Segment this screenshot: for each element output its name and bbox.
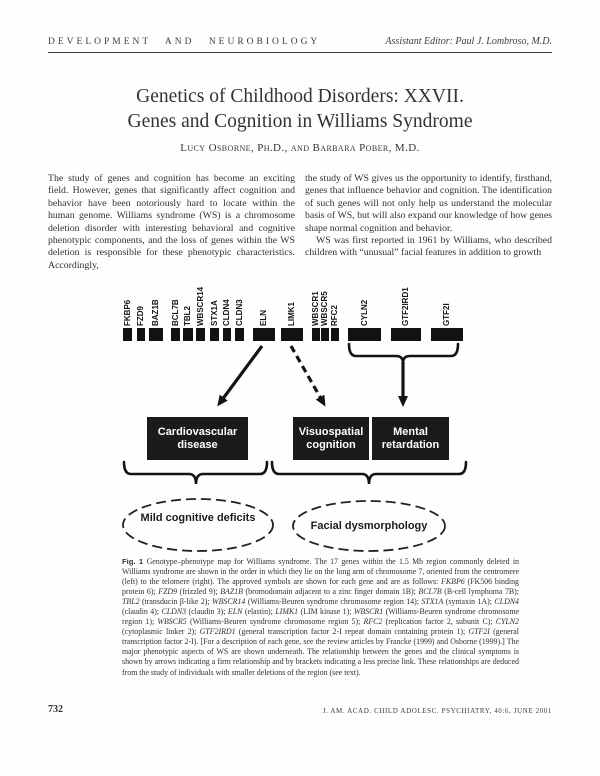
caption-segment: GTF2IRD1 <box>199 627 236 637</box>
caption-segment: (frizzled 9); <box>177 587 221 597</box>
phenotype-box-visuospatial-cognition: Visuospatial cognition <box>293 417 369 460</box>
caption-segment: RFC2 <box>363 617 383 627</box>
caption-segment: (Williams-Beuren syndrome chromosome reg… <box>122 607 519 627</box>
caption-segment: BCL7B <box>418 587 442 597</box>
page-number: 732 <box>48 704 63 715</box>
authors: Lucy Osborne, Ph.D., and Barbara Pober, … <box>180 142 420 154</box>
article-title: Genetics of Childhood Disorders: XXVII. … <box>0 84 600 134</box>
figure-caption: Fig. 1 Genotype–phenotype map for Willia… <box>122 557 519 678</box>
limk1-dashed-arrow <box>289 345 326 407</box>
caption-segment: (general transcription factor 2-I). [For… <box>122 627 520 677</box>
caption-segment: WBSCR5 <box>157 617 187 627</box>
journal-reference: J. AM. ACAD. CHILD ADOLESC. PSYCHIATRY, … <box>322 707 552 715</box>
caption-segment: (transducin β-like 2); <box>139 597 213 607</box>
caption-segment: (elastin); <box>242 607 276 617</box>
caption-segment: FKBP6 <box>441 577 465 587</box>
page-header: DEVELOPMENT AND NEUROBIOLOGY Assistant E… <box>48 36 552 53</box>
caption-segment: (bromodomain adjacent to a zinc finger d… <box>243 587 419 597</box>
caption-segment: Fig. 1 <box>122 557 147 566</box>
mild-cognitive-deficits-ellipse <box>122 498 274 552</box>
caption-segment: ELN <box>227 607 243 617</box>
left-phenotype-brace <box>122 460 269 485</box>
phenotype-box-cardiovascular-disease: Cardiovascular disease <box>147 417 248 460</box>
phenotype-box-label: Cardiovascular disease <box>157 426 238 451</box>
caption-segment: (FK506 binding protein 6); <box>122 577 519 597</box>
facial-dysmorphology-ellipse <box>292 500 446 552</box>
body-column-left: The study of genes and cognition has bec… <box>48 173 295 272</box>
caption-segment: (replication factor 2, subunit C); <box>382 617 496 627</box>
caption-segment: GTF2I <box>468 627 490 637</box>
eln-solid-arrow <box>217 345 264 407</box>
caption-segment: (claudin 4); <box>122 607 162 617</box>
assistant-editor: Assistant Editor: Paul J. Lombroso, M.D. <box>385 36 552 47</box>
caption-segment: (claudin 3); <box>186 607 228 617</box>
caption-segment: TBL2 <box>122 597 140 607</box>
telomeric-gene-cluster-brace <box>347 342 460 364</box>
body-columns: The study of genes and cognition has bec… <box>48 173 552 272</box>
caption-segment: Genotype–phenotype map for Williams synd… <box>122 557 519 587</box>
caption-segment: WBSCR1 <box>353 607 384 617</box>
article-title-line1: Genetics of Childhood Disorders: XXVII. <box>136 86 464 107</box>
paragraph: the study of WS gives us the opportunity… <box>305 173 552 234</box>
body-column-right: the study of WS gives us the opportunity… <box>305 173 552 272</box>
ellipse-label-facial-dysmorphology: Facial dysmorphology <box>310 520 428 532</box>
phenotype-box-label: Mental retardation <box>381 426 440 451</box>
caption-segment: WBSCR14 <box>212 597 246 607</box>
caption-segment: LIMK1 <box>275 607 299 617</box>
caption-segment: (cytoplasmic linker 2); <box>122 627 200 637</box>
article-title-line2: Genes and Cognition in Williams Syndrome <box>127 111 473 132</box>
caption-segment: (B-cell lymphoma 7B); <box>441 587 519 597</box>
right-phenotype-brace <box>270 460 468 485</box>
caption-segment: CYLN2 <box>495 617 519 627</box>
section-heading: DEVELOPMENT AND NEUROBIOLOGY <box>48 37 321 47</box>
caption-segment: STX1A <box>421 597 444 607</box>
caption-segment: (syntaxin 1A); <box>443 597 495 607</box>
caption-segment: FZD9 <box>158 587 178 597</box>
caption-segment: BAZ1B <box>220 587 243 597</box>
phenotype-box-label: Visuospatial cognition <box>298 426 364 451</box>
caption-segment: (Williams-Beuren syndrome chromosome reg… <box>245 597 422 607</box>
caption-segment: (LIM kinase 1); <box>298 607 354 617</box>
ellipse-label-mild-cognitive-deficits: Mild cognitive deficits <box>140 512 256 524</box>
paragraph: The study of genes and cognition has bec… <box>48 173 295 271</box>
phenotype-box-mental-retardation: Mental retardation <box>372 417 449 460</box>
caption-segment: CLDN3 <box>161 607 187 617</box>
paragraph: WS was first reported in 1961 by William… <box>305 235 552 259</box>
caption-segment: (Williams-Beuren syndrome chromosome reg… <box>186 617 364 627</box>
caption-segment: (general transcription factor 2-I repeat… <box>235 627 469 637</box>
caption-segment: CLDN4 <box>494 597 519 607</box>
